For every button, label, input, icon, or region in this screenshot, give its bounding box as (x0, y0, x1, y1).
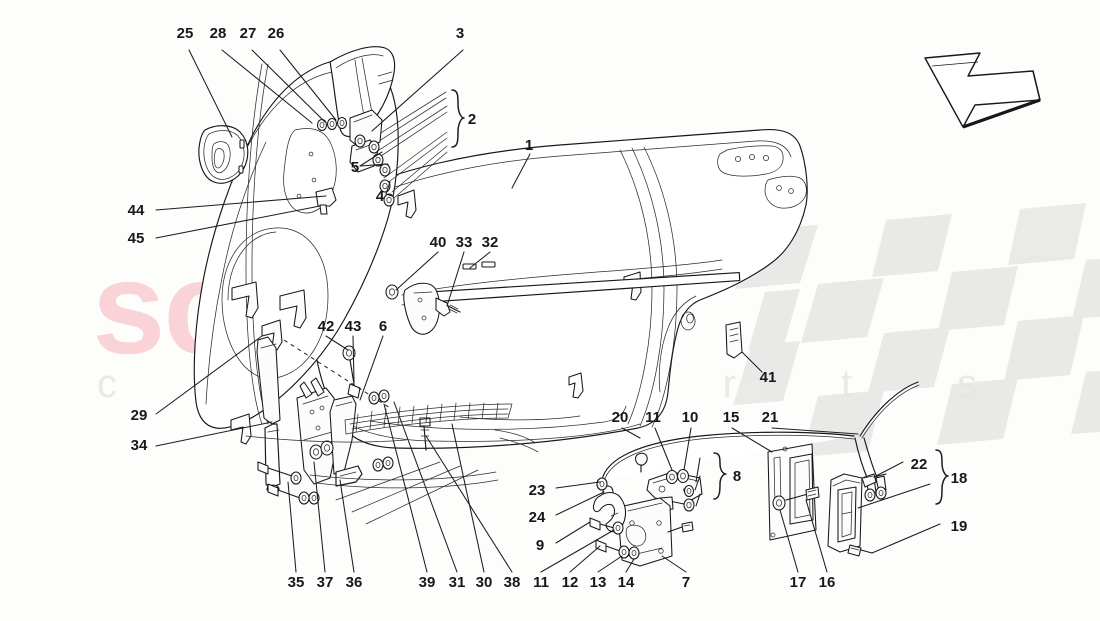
callout-25: 25 (177, 25, 194, 42)
fastener-strip (257, 440, 394, 505)
callout-2: 2 (468, 111, 476, 128)
callout-23: 23 (529, 482, 546, 499)
callout-labels: 25 28 27 26 3 2 1 5 4 44 45 40 33 32 42 … (128, 25, 968, 591)
latch-assembly-7 (589, 431, 855, 567)
callout-24: 24 (529, 509, 546, 526)
callout-18: 18 (951, 470, 968, 487)
callout-42: 42 (318, 318, 335, 335)
callout-36: 36 (346, 574, 363, 591)
callout-32: 32 (482, 234, 499, 251)
callout-31: 31 (449, 574, 466, 591)
callout-19: 19 (951, 518, 968, 535)
callout-45: 45 (128, 230, 145, 247)
handle-assembly-18 (827, 381, 920, 557)
window-regulator-32-33 (385, 261, 741, 335)
callout-44: 44 (128, 202, 145, 219)
callout-12: 12 (562, 574, 579, 591)
leader-lines (155, 49, 941, 573)
striker-plate-15 (767, 443, 820, 541)
callout-34: 34 (131, 437, 148, 454)
callout-4: 4 (376, 188, 385, 205)
callout-8: 8 (733, 468, 741, 485)
callout-6: 6 (379, 318, 387, 335)
callout-33: 33 (456, 234, 473, 251)
callout-40: 40 (430, 234, 447, 251)
callout-13: 13 (590, 574, 607, 591)
callout-9: 9 (536, 537, 544, 554)
callout-29: 29 (131, 407, 148, 424)
callout-20: 20 (612, 409, 629, 426)
callout-41: 41 (760, 369, 777, 386)
callout-39: 39 (419, 574, 436, 591)
callout-11-bottom: 11 (533, 574, 549, 591)
badge-clip-41 (725, 321, 743, 359)
orientation-arrow-icon (924, 52, 1041, 129)
callout-43: 43 (345, 318, 362, 335)
callout-11-top: 11 (645, 409, 661, 426)
callout-35: 35 (288, 574, 305, 591)
callout-16: 16 (819, 574, 836, 591)
callout-10: 10 (682, 409, 699, 426)
callout-17: 17 (790, 574, 807, 591)
hinge-strut-assembly (245, 336, 539, 525)
group-brackets (451, 89, 949, 505)
callout-26: 26 (268, 25, 285, 42)
callout-28: 28 (210, 25, 227, 42)
callout-14: 14 (618, 574, 635, 591)
callout-37: 37 (317, 574, 334, 591)
callout-15: 15 (723, 409, 740, 426)
callout-1: 1 (525, 137, 533, 154)
mirror-part-25 (198, 125, 249, 184)
callout-27: 27 (240, 25, 257, 42)
callout-38: 38 (504, 574, 521, 591)
callout-22: 22 (911, 456, 928, 473)
callout-5: 5 (351, 159, 359, 176)
callout-30: 30 (476, 574, 493, 591)
callout-21: 21 (762, 409, 779, 426)
callout-7: 7 (682, 574, 690, 591)
callout-3: 3 (456, 25, 464, 42)
